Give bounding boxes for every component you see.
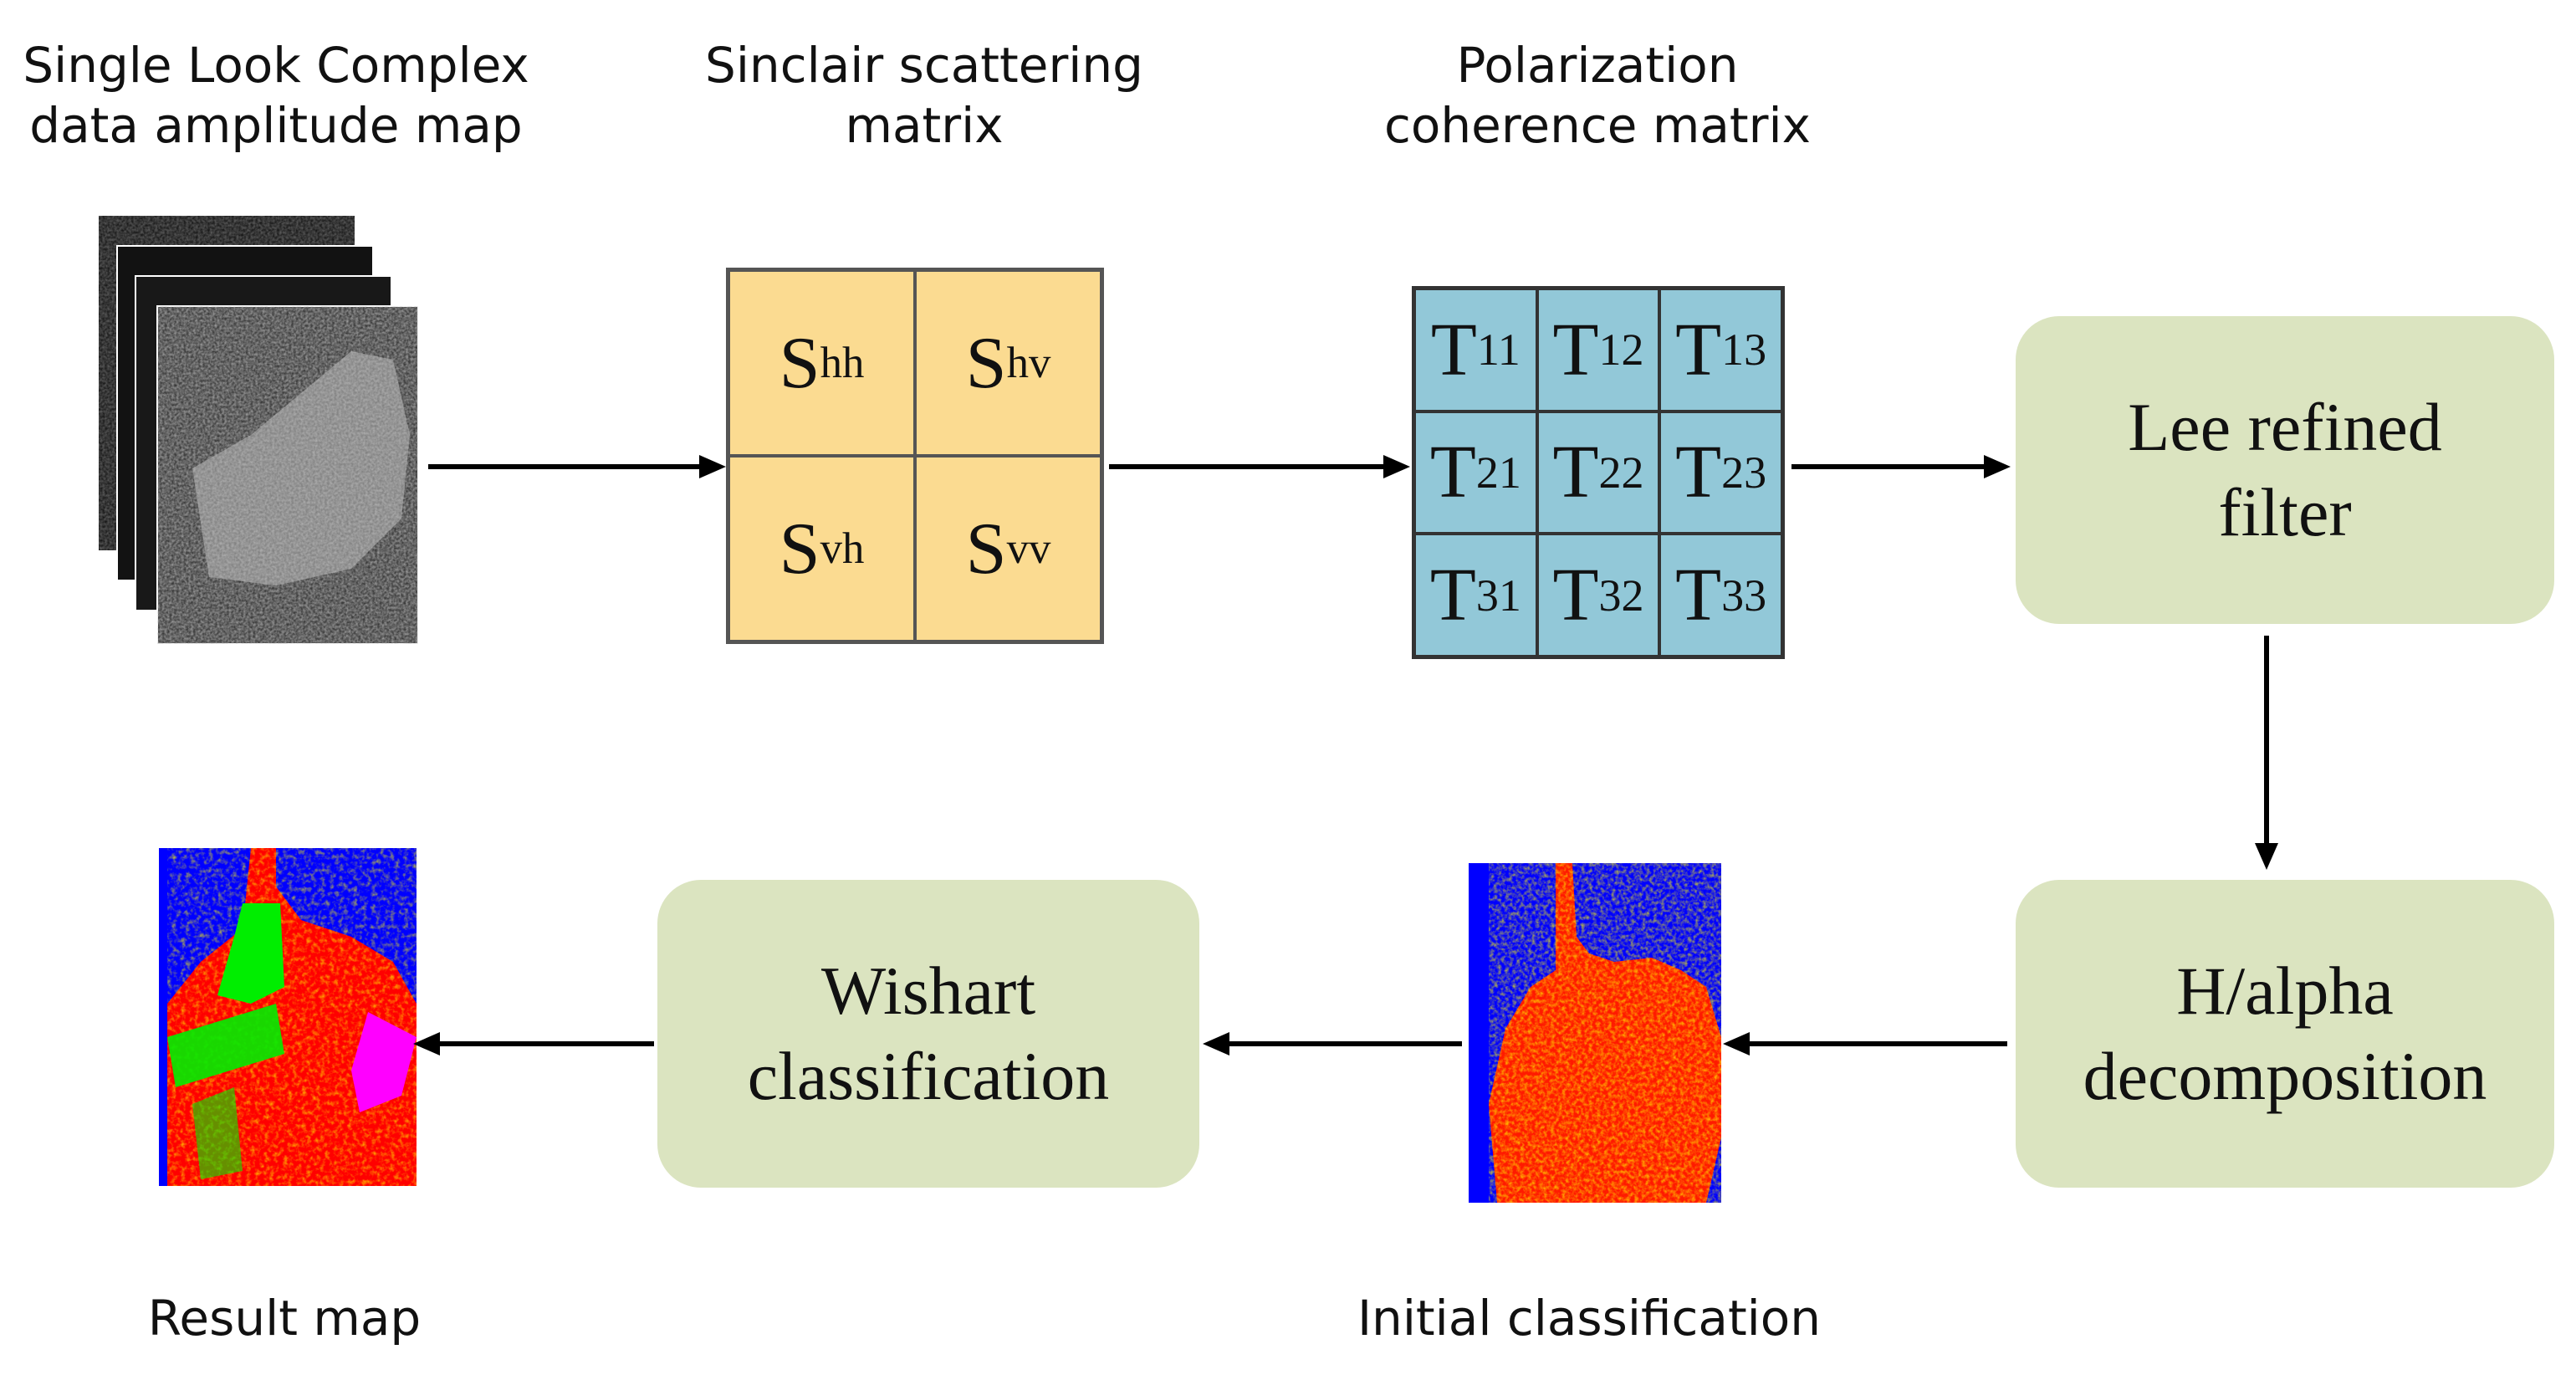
- initial-classification-image: [1469, 863, 1721, 1203]
- lee-box-line1: Lee refined: [2128, 389, 2442, 465]
- arrow-initial-to-wishart: [1203, 1032, 1462, 1056]
- sinclair-label-line1: Sinclair scattering: [705, 37, 1143, 94]
- initial-classification-label: Initial classification: [1357, 1290, 1822, 1347]
- slc-layer-back: [99, 216, 355, 550]
- result-map-image: [159, 848, 417, 1186]
- slc-layer-3: [135, 275, 392, 611]
- arrow-lee-to-halpha: [2255, 636, 2278, 870]
- coherence-label: Polarization coherence matrix: [1355, 35, 1840, 156]
- slc-layer-2: [116, 245, 374, 581]
- halpha-box-line1: H/alpha: [2176, 953, 2394, 1029]
- arrow-coherence-to-lee: [1791, 455, 2011, 478]
- coherence-label-line2: coherence matrix: [1384, 97, 1811, 154]
- lee-refined-filter-box: Lee refined filter: [2016, 316, 2554, 624]
- slc-layer-front: [156, 305, 419, 645]
- arrow-slc-to-sinclair: [428, 455, 726, 478]
- arrow-sinclair-to-coherence: [1109, 455, 1410, 478]
- slc-label-line1: Single Look Complex: [23, 37, 529, 94]
- arrow-wishart-to-result: [413, 1032, 654, 1056]
- slc-label-line2: data amplitude map: [29, 97, 523, 154]
- slc-label: Single Look Complex data amplitude map: [8, 35, 544, 156]
- arrow-halpha-to-initial: [1723, 1032, 2007, 1056]
- sinclair-label-line2: matrix: [845, 97, 1004, 154]
- wishart-box-line2: classification: [747, 1038, 1110, 1114]
- coherence-label-line1: Polarization: [1456, 37, 1739, 94]
- result-map-label: Result map: [147, 1290, 422, 1347]
- wishart-box-line1: Wishart: [820, 953, 1036, 1029]
- sinclair-label: Sinclair scattering matrix: [669, 35, 1179, 156]
- halpha-box-line2: decomposition: [2083, 1038, 2487, 1114]
- h-alpha-decomposition-box: H/alpha decomposition: [2016, 880, 2554, 1188]
- lee-box-line2: filter: [2218, 474, 2352, 550]
- wishart-classification-box: Wishart classification: [657, 880, 1199, 1188]
